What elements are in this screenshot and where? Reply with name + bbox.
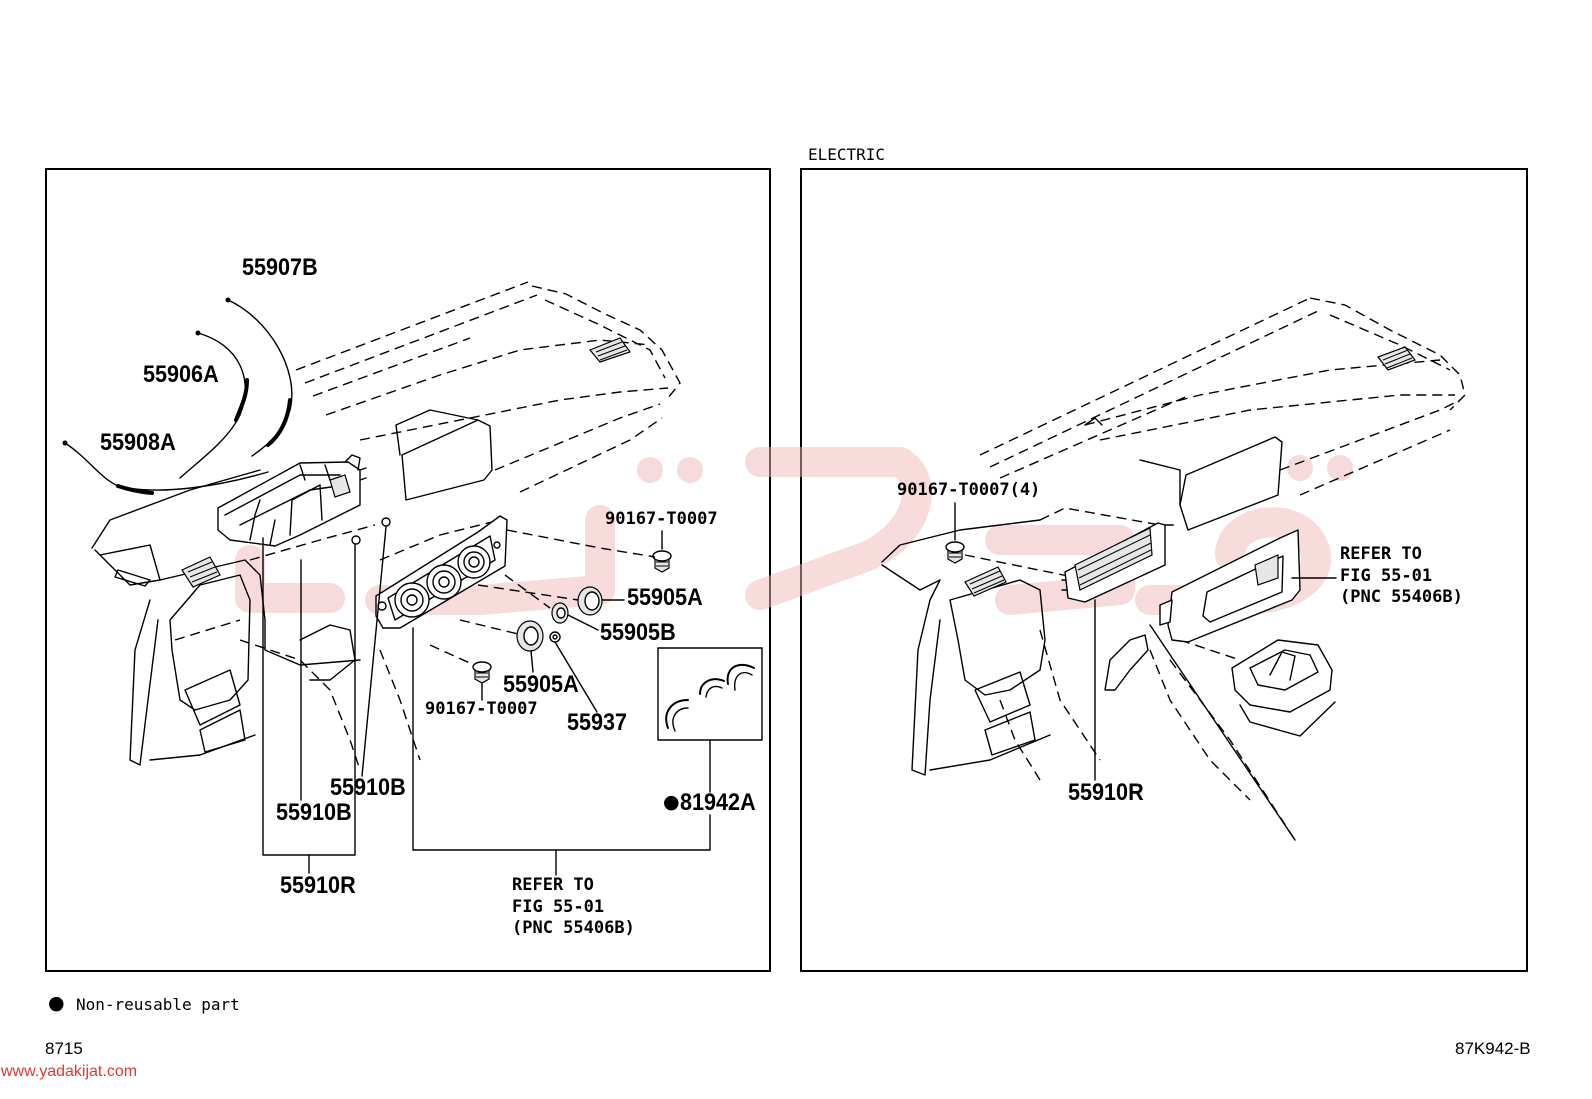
callout-55910R-right: 55910R [1068,779,1144,806]
callout-knob-lower: 55905A [503,671,579,698]
callout-screw-right: 90167-T0007(4) [897,480,1041,500]
callout-55907B: 55907B [242,254,318,281]
cable-55906A [179,330,249,479]
cable-55908A [62,440,269,495]
left-assembly-lines [429,529,656,665]
callout-screw-lower: 90167-T0007 [425,699,538,719]
refer-note-left-line1: REFER TO [512,875,594,895]
callout-55910B-upper: 55910B [330,774,406,801]
control-bezel [1159,529,1301,643]
right-dashboard-outline [881,297,1466,841]
callout-55906A: 55906A [143,361,219,388]
refer-note-left-line2: FIG 55-01 [512,897,605,917]
callout-55905B: 55905B [600,619,676,646]
knob-55905A-lower [516,620,544,652]
refer-note-right-line2: FIG 55-01 [1340,566,1433,586]
clip-81942A-box [657,647,763,741]
legend-marker: ● [48,992,65,1014]
heater-control-unit [217,454,391,547]
callout-screw-upper: 90167-T0007 [605,509,718,529]
figure-code: 87K942-B [1455,1039,1531,1058]
section-label-electric: ELECTRIC [808,145,886,164]
refer-note-left-line3: (PNC 55406B) [512,918,635,938]
knob-55937 [549,631,561,643]
left-leader-lines [262,526,711,876]
cable-55907B [225,297,293,457]
refer-note-right-line1: REFER TO [1340,544,1422,564]
callout-55908A: 55908A [100,429,176,456]
control-panel-front [375,515,508,629]
callout-55910B-lower: 55910B [276,799,352,826]
screw-right [945,541,965,564]
screw-upper [652,550,672,573]
callout-55910R-left: 55910R [280,872,356,899]
knob-55905A-upper [577,586,603,616]
non-reusable-marker: ● [663,791,680,813]
electric-control-unit [1061,522,1166,603]
knob-55905B [551,602,569,624]
callout-81942A: 81942A [680,789,756,816]
left-diagram-frame [45,168,771,972]
screw-lower [472,661,492,684]
callout-knob-upper: 55905A [627,584,703,611]
callout-55937: 55937 [567,709,628,736]
gear-shifter [1231,639,1336,737]
watermark-url: www.yadakijat.com [1,1063,138,1080]
legend-non-reusable-label: Non-reusable part [76,995,240,1014]
right-leader-lines [954,502,1337,781]
left-dashboard-outline [91,281,681,771]
illustration-code: 8715 [45,1039,83,1058]
refer-note-right-line3: (PNC 55406B) [1340,587,1463,607]
